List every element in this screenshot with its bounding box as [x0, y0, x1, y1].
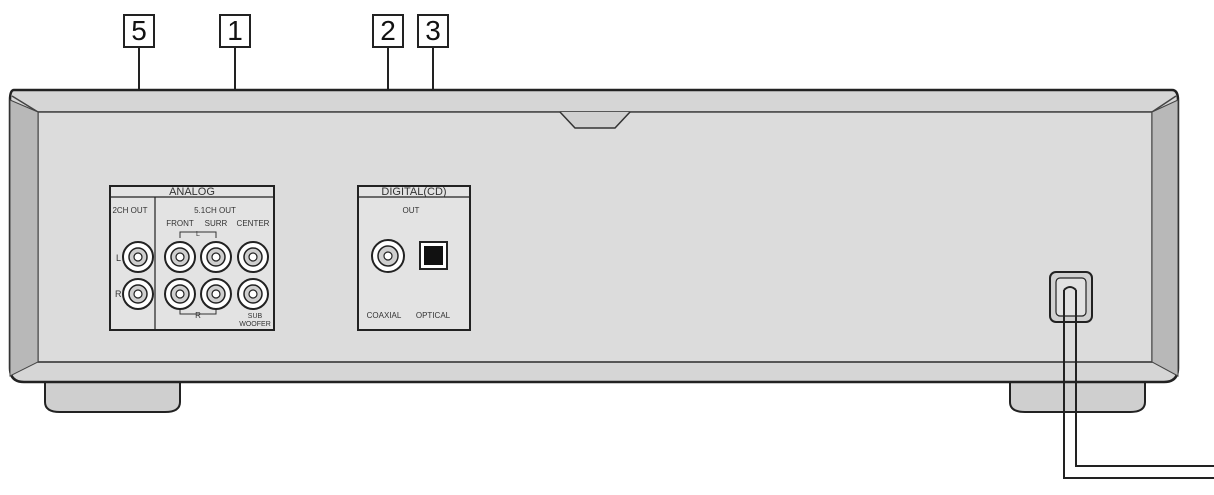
rca-jack-center — [237, 241, 269, 273]
callout-3: 3 — [417, 14, 449, 48]
rca-jack-2ch-r — [122, 278, 154, 310]
left-channel-mark: L — [116, 253, 121, 263]
front-label: FRONT — [166, 219, 194, 228]
rca-jack-front-l — [164, 241, 196, 273]
right-channel-mark: R — [115, 289, 122, 299]
right-side-shade — [1151, 99, 1179, 377]
coaxial-label: COAXIAL — [367, 311, 402, 320]
r-bracket-label: R — [195, 311, 201, 320]
left-foot — [44, 379, 181, 413]
power-cord-end — [1063, 286, 1077, 291]
l-bracket — [179, 231, 217, 238]
rca-jack-2ch-l — [122, 241, 154, 273]
subwoofer-label-line2: WOOFER — [239, 321, 271, 328]
five-one-ch-out-label: 5.1CH OUT — [194, 206, 236, 215]
two-ch-out-label: 2CH OUT — [112, 206, 147, 215]
callout-1: 1 — [219, 14, 251, 48]
right-foot — [1009, 379, 1146, 413]
subwoofer-label-line1: SUB — [248, 313, 263, 320]
power-cord — [1063, 290, 1214, 479]
center-label: CENTER — [237, 219, 270, 228]
cord-grommet-inner — [1055, 277, 1087, 317]
callout-5: 5 — [123, 14, 155, 48]
rca-jack-subwoofer — [237, 278, 269, 310]
l-bracket-label: L — [196, 231, 200, 238]
optical-label: OPTICAL — [416, 311, 451, 320]
digital-title: DIGITAL(CD) — [381, 186, 446, 198]
optical-port — [419, 241, 448, 270]
coaxial-jack — [371, 239, 405, 273]
rca-jack-front-r — [164, 278, 196, 310]
surr-label: SURR — [205, 219, 228, 228]
top-notch — [559, 111, 631, 129]
rca-jack-surr-r — [200, 278, 232, 310]
digital-out-label: OUT — [403, 206, 420, 215]
left-side-shade — [9, 99, 39, 377]
rca-jack-surr-l — [200, 241, 232, 273]
callout-2: 2 — [372, 14, 404, 48]
analog-title: ANALOG — [169, 186, 215, 198]
